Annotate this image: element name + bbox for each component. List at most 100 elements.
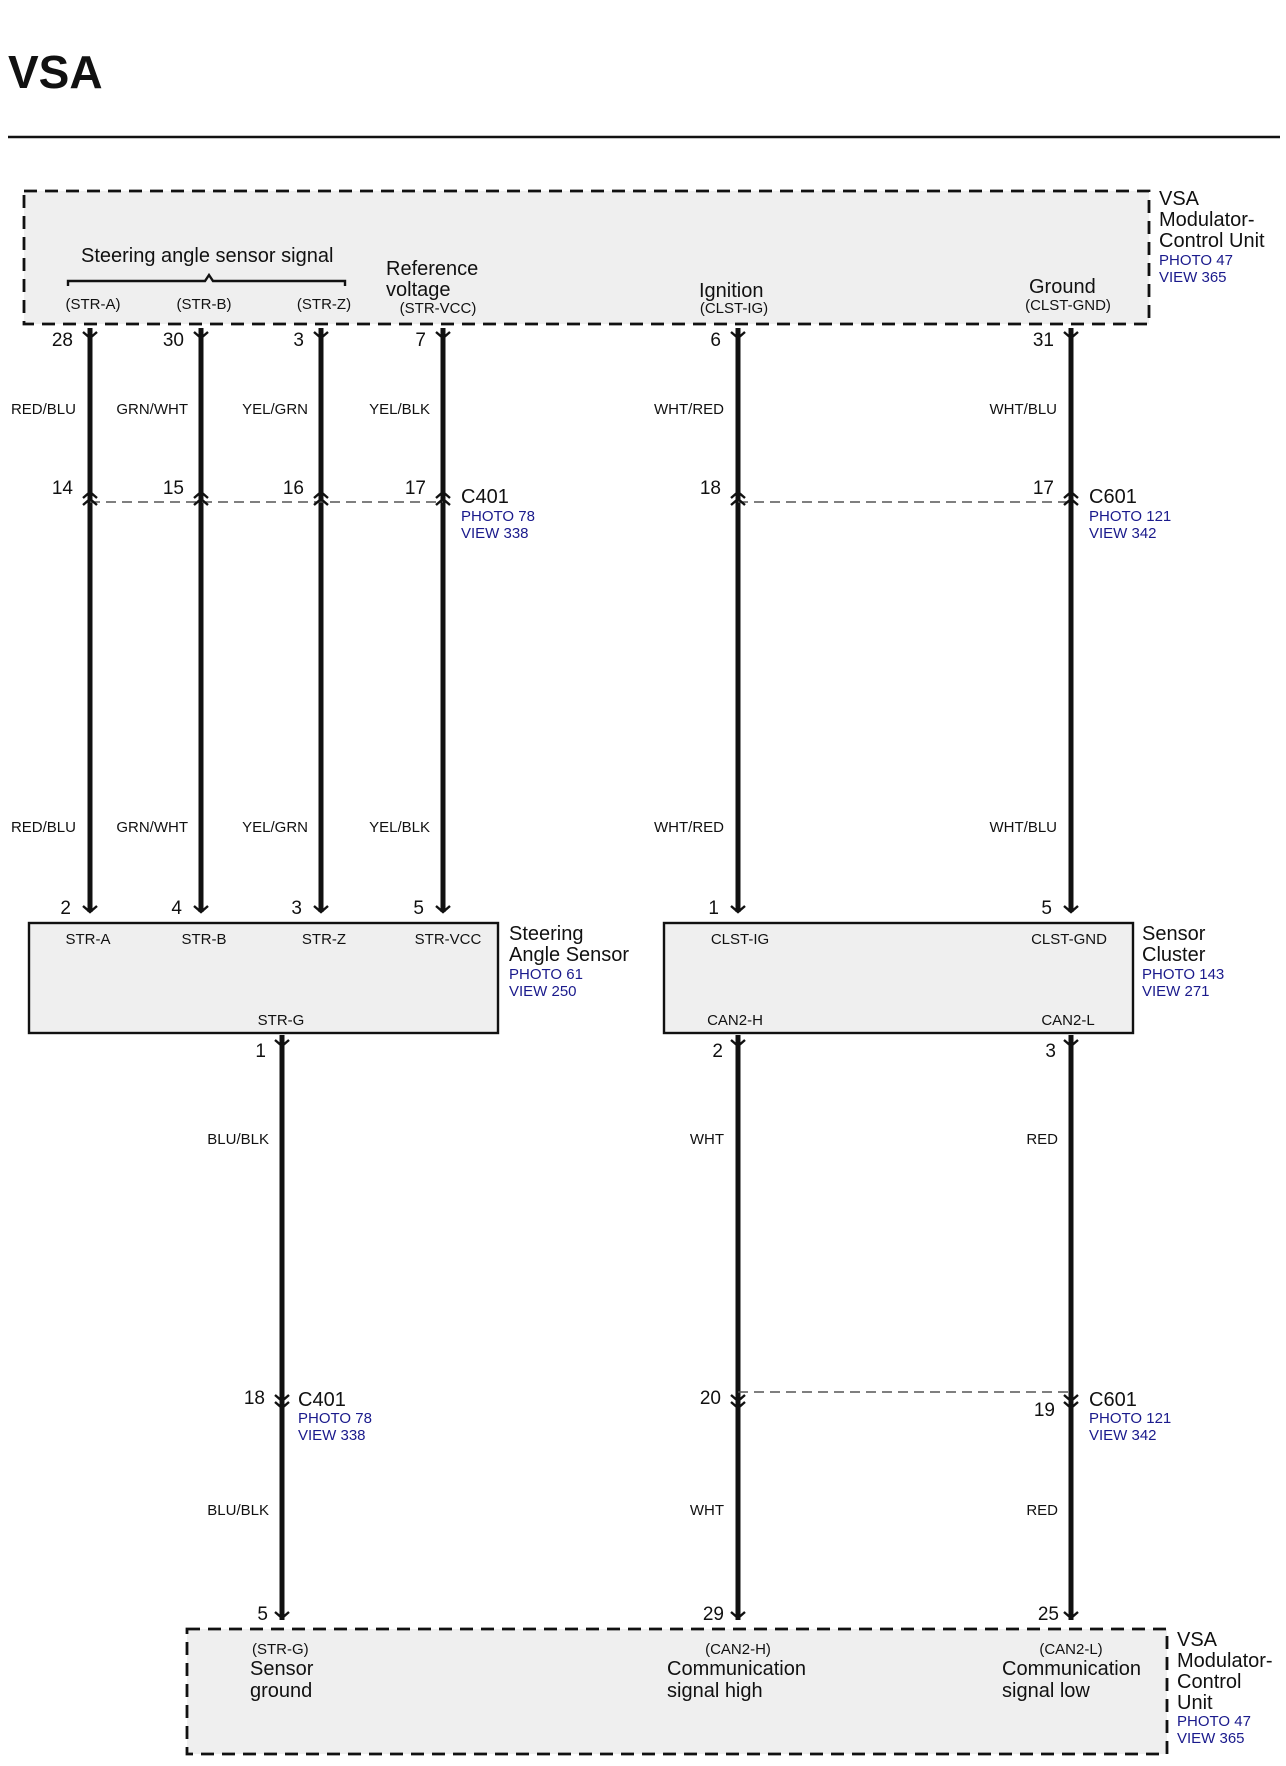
connector-c601-view: VIEW 342 bbox=[1089, 525, 1157, 542]
wire-color-label: YEL/GRN bbox=[242, 819, 308, 836]
wire-color-label: RED/BLU bbox=[11, 819, 76, 836]
steering-sensor-terminal: STR-A bbox=[66, 931, 111, 948]
lower-mid-pin-number: 18 bbox=[244, 1388, 265, 1409]
upper-wire-group bbox=[87, 328, 1074, 912]
sensor-bottom-pin-number: 2 bbox=[712, 1041, 723, 1062]
connector-c601-name: C601 bbox=[1089, 486, 1137, 508]
sensor-cluster-view: VIEW 271 bbox=[1142, 983, 1210, 1000]
connector-c601-photo: PHOTO 121 bbox=[1089, 508, 1171, 525]
wire-color-label: WHT/BLU bbox=[990, 401, 1058, 418]
steering-sensor-terminal: STR-Z bbox=[302, 931, 346, 948]
connector-c401-view: VIEW 338 bbox=[461, 525, 529, 542]
steering-signal-group-label: Steering angle sensor signal bbox=[81, 245, 333, 267]
bottom-pin-number: 25 bbox=[1038, 1604, 1059, 1625]
pin-mark bbox=[435, 905, 451, 914]
mid-pin-number: 14 bbox=[52, 478, 74, 499]
connector-c601-lower-photo: PHOTO 121 bbox=[1089, 1410, 1171, 1427]
lower-wire-group bbox=[279, 1035, 1074, 1620]
wire-color-label: GRN/WHT bbox=[116, 401, 188, 418]
top-pin-number: 31 bbox=[1033, 330, 1054, 351]
terminal-str-vcc: (STR-VCC) bbox=[400, 300, 477, 317]
vsa-top-unit-box bbox=[22, 189, 1151, 326]
vsa-top-unit-name: VSA Modulator- Control Unit bbox=[1159, 188, 1265, 252]
bottom-terminal-str-g: (STR-G) bbox=[252, 1641, 309, 1658]
vsa-bottom-unit-view: VIEW 365 bbox=[1177, 1730, 1245, 1747]
wire-color-label: WHT bbox=[690, 1502, 724, 1519]
pin-mark bbox=[313, 331, 329, 340]
wire-color-label: WHT/RED bbox=[654, 401, 724, 418]
pin-mark bbox=[730, 331, 746, 340]
pin-mark bbox=[82, 905, 98, 914]
mid-pin-number: 15 bbox=[163, 478, 184, 499]
pin-mark bbox=[82, 490, 98, 506]
pin-mark bbox=[274, 1039, 290, 1048]
wire-color-label: RED/BLU bbox=[11, 401, 76, 418]
sensor-pin-number: 2 bbox=[60, 898, 71, 919]
lower-mid-pin-number: 19 bbox=[1034, 1400, 1055, 1421]
pin-mark bbox=[435, 490, 451, 506]
top-pin-number: 6 bbox=[710, 330, 721, 351]
sensor-cluster-box bbox=[662, 921, 1135, 1035]
mid-pin-number: 17 bbox=[405, 478, 426, 499]
pin-mark bbox=[193, 331, 209, 340]
wire-color-label: BLU/BLK bbox=[207, 1502, 269, 1519]
pin-mark bbox=[193, 490, 209, 506]
pin-mark bbox=[730, 1394, 746, 1410]
sensor-cluster-name: Sensor Cluster bbox=[1142, 923, 1211, 966]
connector-c401-lower-view: VIEW 338 bbox=[298, 1427, 366, 1444]
terminal-clst-ig: (CLST-IG) bbox=[700, 300, 768, 317]
pin-mark bbox=[193, 905, 209, 914]
wire-color-label: GRN/WHT bbox=[116, 819, 188, 836]
vsa-bottom-unit-photo: PHOTO 47 bbox=[1177, 1713, 1251, 1730]
sensor-bottom-pin-number: 3 bbox=[1045, 1041, 1056, 1062]
lower-mid-pin-number: 20 bbox=[700, 1388, 721, 1409]
sensor-pin-number: 4 bbox=[171, 898, 182, 919]
pin-mark bbox=[1063, 1039, 1079, 1048]
sensor-ground-label: Sensor ground bbox=[250, 1658, 319, 1702]
pin-mark bbox=[1063, 331, 1079, 340]
connector-c601-lower-view: VIEW 342 bbox=[1089, 1427, 1157, 1444]
sensor-pin-number: 5 bbox=[413, 898, 424, 919]
terminal-str-b: (STR-B) bbox=[177, 296, 232, 313]
pin-mark bbox=[313, 905, 329, 914]
pin-mark bbox=[1063, 905, 1079, 914]
wire-color-label: YEL/BLK bbox=[369, 401, 430, 418]
signal-group-brace bbox=[66, 272, 347, 286]
pin-mark bbox=[730, 1611, 746, 1620]
top-pin-number: 7 bbox=[415, 330, 426, 351]
connector-c401-name: C401 bbox=[461, 486, 509, 508]
pin-mark bbox=[435, 331, 451, 340]
comm-low-label: Communication signal low bbox=[1002, 1658, 1147, 1702]
top-pin-number: 3 bbox=[293, 330, 304, 351]
connector-c401-lower-photo: PHOTO 78 bbox=[298, 1410, 372, 1427]
comm-high-label: Communication signal high bbox=[667, 1658, 812, 1702]
mid-pin-number: 17 bbox=[1033, 478, 1054, 499]
bottom-pin-number: 29 bbox=[703, 1604, 724, 1625]
pin-mark bbox=[1063, 1394, 1079, 1410]
steering-sensor-view: VIEW 250 bbox=[509, 983, 577, 1000]
pin-mark bbox=[313, 490, 329, 506]
terminal-clst-gnd: (CLST-GND) bbox=[1025, 297, 1111, 314]
steering-sensor-name: Steering Angle Sensor bbox=[509, 923, 629, 966]
sensor-cluster-photo: PHOTO 143 bbox=[1142, 966, 1224, 983]
vsa-bottom-unit-name: VSA Modulator- Control Unit bbox=[1177, 1629, 1278, 1714]
terminal-str-a: (STR-A) bbox=[66, 296, 121, 313]
reference-voltage-label: Reference voltage bbox=[386, 258, 484, 301]
wire-color-label: RED bbox=[1026, 1131, 1058, 1148]
sensor-pin-number: 1 bbox=[708, 898, 719, 919]
sensor-cluster-bottom-terminal: CAN2-L bbox=[1041, 1012, 1094, 1029]
vsa-top-unit-photo: PHOTO 47 bbox=[1159, 252, 1233, 269]
steering-sensor-terminal: STR-VCC bbox=[415, 931, 482, 948]
steering-sensor-photo: PHOTO 61 bbox=[509, 966, 583, 983]
top-pin-number: 30 bbox=[163, 330, 184, 351]
pin-mark bbox=[1063, 1611, 1079, 1620]
pin-mark bbox=[82, 331, 98, 340]
ground-label: Ground bbox=[1029, 276, 1096, 298]
sensor-cluster-bottom-terminal: CAN2-H bbox=[707, 1012, 763, 1029]
wire-color-label: WHT/RED bbox=[654, 819, 724, 836]
vsa-top-unit-view: VIEW 365 bbox=[1159, 269, 1227, 286]
connector-c601-lower-name: C601 bbox=[1089, 1389, 1137, 1411]
mid-pin-number: 18 bbox=[700, 478, 721, 499]
pin-mark bbox=[730, 1039, 746, 1048]
